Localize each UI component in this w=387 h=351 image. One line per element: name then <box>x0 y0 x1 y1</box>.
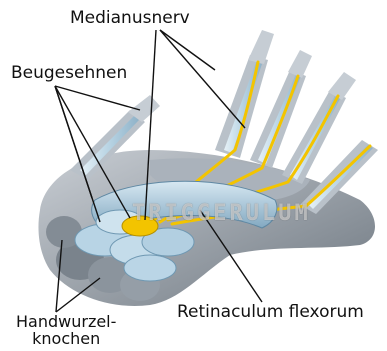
label-handwurzel-line2: knochen <box>16 330 116 347</box>
label-beugesehnen: Beugesehnen <box>11 65 127 82</box>
label-medianusnerv: Medianusnerv <box>70 10 190 27</box>
watermark-text: TRIGGERULUM <box>132 201 311 226</box>
label-handwurzelknochen: Handwurzel- knochen <box>16 313 116 347</box>
label-retinaculum-flexorum: Retinaculum flexorum <box>177 304 364 321</box>
label-handwurzel-line1: Handwurzel- <box>16 313 116 330</box>
